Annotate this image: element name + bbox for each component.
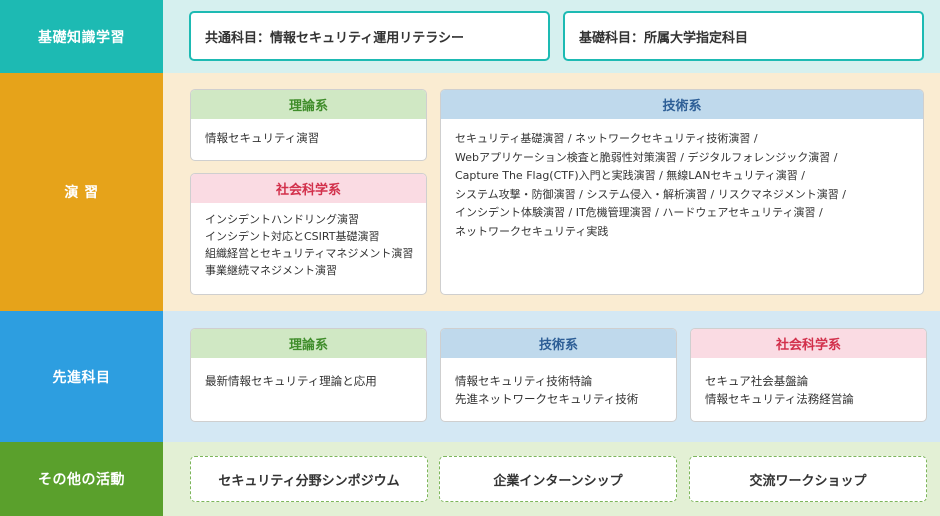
row-label-advanced-text: 先進科目 bbox=[52, 369, 111, 386]
advanced-theory-card: 理論系 最新情報セキュリティ理論と応用 bbox=[190, 328, 427, 422]
row-body-basic: 共通科目：情報セキュリティ運用リテラシー 基礎科目：所属大学指定科目 bbox=[163, 0, 940, 73]
advanced-social-list: セキュア社会基盤論 情報セキュリティ法務経営論 bbox=[691, 358, 926, 418]
list-item: インシデントハンドリング演習 bbox=[205, 213, 359, 226]
list-item: 最新情報セキュリティ理論と応用 bbox=[205, 374, 377, 388]
internship-box: 企業インターンシップ bbox=[439, 456, 677, 502]
row-other-activities: その他の活動 セキュリティ分野シンポジウム 企業インターンシップ 交流ワークショ… bbox=[0, 442, 940, 516]
row-label-basic: 基礎知識学習 bbox=[0, 0, 170, 73]
list-item: セキュリティ基礎演習 / ネットワークセキュリティ技術演習 / bbox=[455, 132, 758, 145]
row-advanced: 先進科目 理論系 最新情報セキュリティ理論と応用 技術系 情報セキュリティ技術特… bbox=[0, 311, 940, 442]
symposium-box: セキュリティ分野シンポジウム bbox=[190, 456, 428, 502]
basic-subject-box: 基礎科目：所属大学指定科目 bbox=[563, 11, 924, 61]
row-body-advanced: 理論系 最新情報セキュリティ理論と応用 技術系 情報セキュリティ技術特論 先進ネ… bbox=[163, 311, 940, 442]
exercise-social-title: 社会科学系 bbox=[191, 174, 426, 203]
list-item: Webアプリケーション検査と脆弱性対策演習 / デジタルフォレンジック演習 / bbox=[455, 150, 838, 164]
row-basic-knowledge: 基礎知識学習 共通科目：情報セキュリティ運用リテラシー 基礎科目：所属大学指定科… bbox=[0, 0, 940, 73]
exercise-tech-card: 技術系 セキュリティ基礎演習 / ネットワークセキュリティ技術演習 / Webア… bbox=[440, 89, 924, 295]
common-subject-box: 共通科目：情報セキュリティ運用リテラシー bbox=[189, 11, 550, 61]
row-label-exercise-text: 演 習 bbox=[64, 185, 99, 201]
exercise-theory-card: 理論系 情報セキュリティ演習 bbox=[190, 89, 427, 161]
row-label-advanced: 先進科目 bbox=[0, 311, 170, 442]
advanced-social-title: 社会科学系 bbox=[691, 329, 926, 358]
row-body-other: セキュリティ分野シンポジウム 企業インターンシップ 交流ワークショップ bbox=[163, 442, 940, 516]
list-item: セキュア社会基盤論 bbox=[705, 374, 809, 388]
list-item: 情報セキュリティ技術特論 bbox=[455, 374, 593, 388]
list-item: 情報セキュリティ法務経営論 bbox=[705, 392, 854, 406]
exercise-tech-title: 技術系 bbox=[441, 90, 923, 119]
symposium-text: セキュリティ分野シンポジウム bbox=[218, 473, 400, 489]
row-label-exercise: 演 習 bbox=[0, 73, 170, 311]
row-label-other-text: その他の活動 bbox=[38, 472, 125, 488]
list-item: 事業継続マネジメント演習 bbox=[205, 264, 337, 277]
exercise-social-list: インシデントハンドリング演習 インシデント対応とCSIRT基礎演習 組織経営とセ… bbox=[191, 203, 426, 289]
exercise-tech-list: セキュリティ基礎演習 / ネットワークセキュリティ技術演習 / Webアプリケー… bbox=[441, 119, 923, 251]
advanced-theory-title: 理論系 bbox=[191, 329, 426, 358]
list-item: Capture The Flag(CTF)入門と実践演習 / 無線LANセキュリ… bbox=[455, 169, 805, 182]
advanced-tech-list: 情報セキュリティ技術特論 先進ネットワークセキュリティ技術 bbox=[441, 358, 676, 418]
list-item: インシデント体験演習 / IT危機管理演習 / ハードウェアセキュリティ演習 / bbox=[455, 206, 823, 219]
advanced-theory-list: 最新情報セキュリティ理論と応用 bbox=[191, 358, 426, 400]
advanced-tech-title: 技術系 bbox=[441, 329, 676, 358]
internship-text: 企業インターンシップ bbox=[493, 473, 623, 489]
list-item: ネットワークセキュリティ実践 bbox=[455, 224, 609, 238]
common-subject-text: 共通科目：情報セキュリティ運用リテラシー bbox=[205, 30, 464, 46]
basic-subject-text: 基礎科目：所属大学指定科目 bbox=[579, 30, 749, 46]
exercise-theory-title: 理論系 bbox=[191, 90, 426, 119]
list-item: 組織経営とセキュリティマネジメント演習 bbox=[205, 247, 414, 260]
exercise-theory-list: 情報セキュリティ演習 bbox=[191, 119, 426, 157]
workshop-box: 交流ワークショップ bbox=[689, 456, 927, 502]
advanced-tech-card: 技術系 情報セキュリティ技術特論 先進ネットワークセキュリティ技術 bbox=[440, 328, 677, 422]
list-item: 先進ネットワークセキュリティ技術 bbox=[455, 392, 639, 406]
exercise-social-card: 社会科学系 インシデントハンドリング演習 インシデント対応とCSIRT基礎演習 … bbox=[190, 173, 427, 295]
list-item: システム攻撃・防御演習 / システム侵入・解析演習 / リスクマネジメント演習 … bbox=[455, 187, 846, 201]
row-exercise: 演 習 理論系 情報セキュリティ演習 社会科学系 インシデントハンドリング演習 … bbox=[0, 73, 940, 311]
list-item: インシデント対応とCSIRT基礎演習 bbox=[205, 230, 380, 243]
row-label-other: その他の活動 bbox=[0, 442, 170, 516]
workshop-text: 交流ワークショップ bbox=[749, 473, 867, 489]
row-label-basic-text: 基礎知識学習 bbox=[38, 29, 125, 46]
list-item: 情報セキュリティ演習 bbox=[205, 131, 320, 145]
row-body-exercise: 理論系 情報セキュリティ演習 社会科学系 インシデントハンドリング演習 インシデ… bbox=[163, 73, 940, 311]
advanced-social-card: 社会科学系 セキュア社会基盤論 情報セキュリティ法務経営論 bbox=[690, 328, 927, 422]
